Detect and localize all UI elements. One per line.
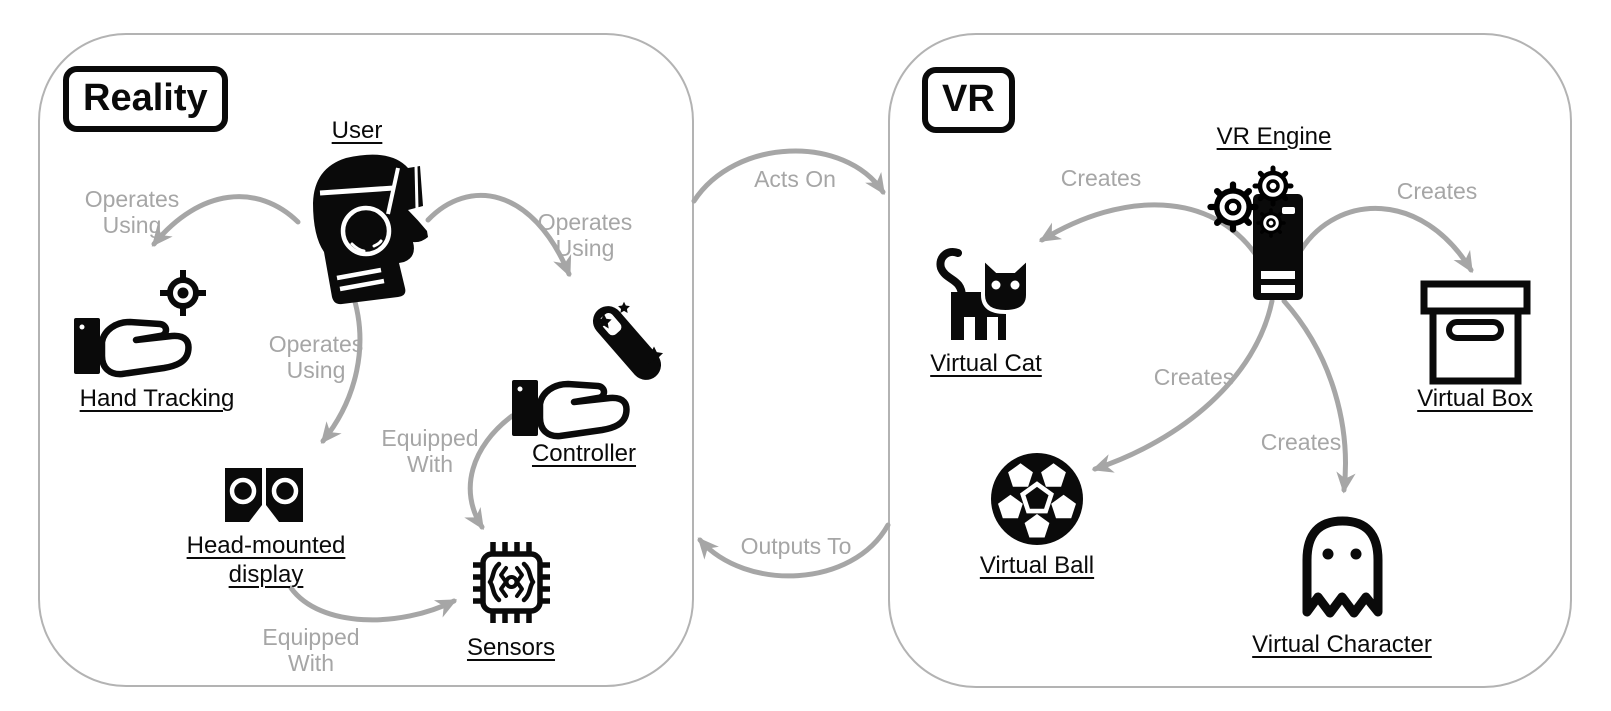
controller-label: Controller: [531, 440, 637, 467]
virtual-cat-label: Virtual Cat: [930, 350, 1042, 377]
vr-title-badge: VR: [922, 67, 1015, 133]
edge-label-creates-ball: Creates: [1153, 364, 1235, 390]
edge-label-creates-cat: Creates: [1060, 165, 1142, 191]
reality-panel: [38, 33, 694, 687]
vr-panel: [888, 33, 1572, 688]
hmd-label: Head-mounted display: [186, 532, 346, 588]
reality-title-badge: Reality: [63, 66, 228, 132]
user-label: User: [331, 117, 383, 144]
edge-label-creates-box: Creates: [1396, 178, 1478, 204]
hand-tracking-label: Hand Tracking: [79, 385, 235, 412]
virtual-ball-label: Virtual Ball: [979, 552, 1095, 579]
virtual-character-label: Virtual Character: [1252, 631, 1432, 658]
edge-label-outputs-to: Outputs To: [740, 533, 852, 559]
edge-label-creates-character: Creates: [1260, 429, 1342, 455]
vr-engine-label: VR Engine: [1216, 123, 1332, 150]
sensors-label: Sensors: [466, 634, 556, 661]
virtual-box-label: Virtual Box: [1417, 385, 1533, 412]
edge-label-acts-on: Acts On: [754, 166, 836, 192]
